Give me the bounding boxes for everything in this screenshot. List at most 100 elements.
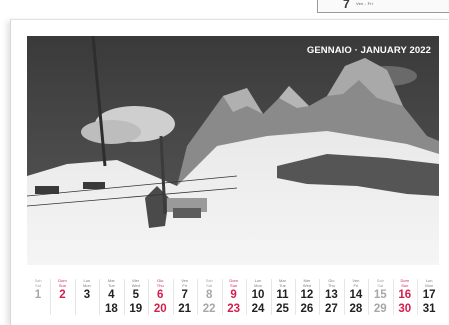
weekday-en-label: Mon [425, 283, 434, 288]
weekday-it-label: Lun [425, 278, 433, 283]
weekday-it-label: Gio [157, 278, 164, 283]
weekday-en-label: Sun [401, 283, 409, 288]
weekday-en-label: Mon [254, 283, 262, 288]
column-divider [319, 279, 321, 315]
day-number-second-week: 28 [349, 303, 363, 315]
day-number-second-week: 31 [422, 303, 436, 315]
calendar-photo: GENNAIO · JANUARY 2022 [27, 36, 439, 265]
column-divider [99, 279, 101, 315]
weekday-en-label: Sat [377, 283, 384, 288]
previous-sheet-day: 7 [343, 0, 350, 11]
day-number: 7 [181, 289, 188, 301]
day-number-second-week: 22 [202, 303, 216, 315]
previous-calendar-sheet: 7 Ven - Fri [317, 0, 449, 13]
weekday-it-label: Mar [279, 278, 286, 283]
column-divider [392, 279, 394, 315]
weekday-en-label: Fri [182, 283, 188, 288]
column-divider [197, 279, 199, 315]
weekday-it-label: Lun [83, 278, 91, 283]
day-number: 15 [373, 289, 387, 301]
weekday-en-label: Tue [107, 283, 115, 288]
day-number-second-week: 30 [398, 303, 412, 315]
column-divider [148, 279, 150, 315]
weekday-en-label: Tue [279, 283, 286, 288]
day-number: 10 [251, 289, 265, 301]
column-divider [246, 279, 248, 315]
day-number-second-week: 27 [324, 303, 338, 315]
day-number: 1 [34, 289, 42, 301]
weekday-en-label: Thu [156, 283, 164, 288]
previous-sheet-weekday: Ven - Fri [356, 1, 373, 6]
day-number: 11 [276, 289, 289, 301]
day-number-second-week: 29 [373, 303, 387, 315]
day-number-second-week: 21 [178, 303, 192, 315]
weekday-en-label: Sat [206, 283, 213, 288]
day-number: 9 [230, 289, 237, 301]
day-number: 12 [300, 289, 314, 301]
weekday-it-label: Sab [34, 278, 42, 283]
weekday-it-label: Ven [181, 278, 189, 283]
day-number: 5 [132, 289, 139, 301]
weekday-en-label: Fri [353, 283, 359, 288]
day-number: 6 [157, 289, 164, 301]
weekday-en-label: Wed [131, 283, 140, 288]
weekday-en-label: Sun [230, 283, 238, 288]
day-number: 13 [324, 289, 338, 301]
column-divider [294, 279, 296, 315]
column-divider [74, 279, 76, 315]
weekday-it-label: Mer [132, 278, 140, 283]
weekday-it-label: Lun [254, 278, 262, 283]
weekday-en-label: Mon [83, 283, 91, 288]
day-number: 17 [422, 289, 436, 301]
month-title: GENNAIO · JANUARY 2022 [306, 45, 431, 56]
day-number-second-week: 25 [276, 303, 289, 315]
weekday-it-label: Dom [58, 278, 67, 283]
day-number-second-week: 23 [227, 303, 240, 315]
weekday-it-label: Ven [352, 278, 360, 283]
weekday-it-label: Gio [328, 278, 335, 283]
day-number: 3 [83, 289, 91, 301]
day-number: 16 [398, 289, 412, 301]
weekday-it-label: Dom [229, 278, 238, 283]
weekday-en-label: Sat [34, 283, 41, 288]
weekday-en-label: Sun [58, 283, 66, 288]
day-number: 8 [205, 289, 213, 301]
weekday-it-label: Mer [303, 278, 311, 283]
day-number: 4 [108, 289, 115, 301]
weekday-en-label: Thu [327, 283, 335, 288]
weekday-it-label: Mar [107, 278, 115, 283]
day-number: 14 [349, 289, 363, 301]
column-divider [221, 279, 223, 315]
day-number-second-week: 18 [104, 303, 118, 315]
weekday-en-label: Wed [302, 283, 312, 288]
weekday-it-label: Sab [205, 278, 213, 283]
column-divider [172, 279, 174, 315]
column-divider [368, 279, 370, 315]
column-divider [270, 279, 272, 315]
weekday-it-label: Sab [376, 278, 384, 283]
weekday-it-label: Dom [400, 278, 409, 283]
column-divider [50, 279, 52, 315]
day-number-second-week: 20 [153, 303, 167, 315]
day-number-second-week: 26 [300, 303, 314, 315]
mountain-landscape-image [27, 36, 439, 265]
